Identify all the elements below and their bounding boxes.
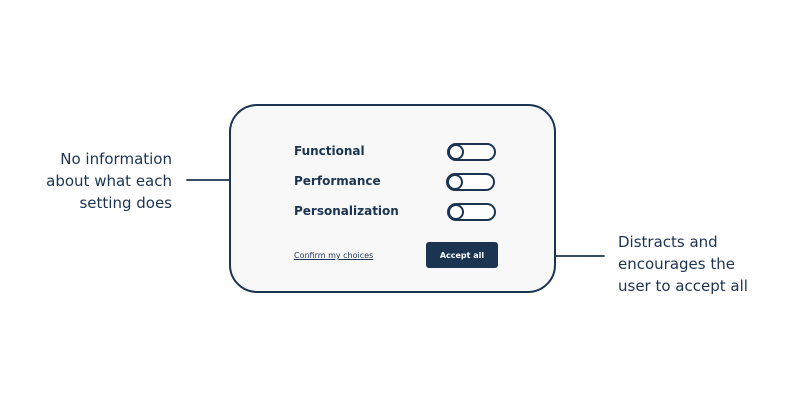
setting-row-personalization: Personalization — [294, 203, 499, 223]
personalization-toggle[interactable] — [447, 203, 496, 221]
annotation-right-line: user to accept all — [618, 277, 748, 295]
toggle-knob — [448, 144, 464, 160]
setting-row-functional: Functional — [294, 143, 499, 163]
annotation-right: Distracts and encourages the user to acc… — [618, 231, 778, 297]
annotation-left-line: about what each — [46, 172, 172, 190]
setting-row-performance: Performance — [294, 173, 499, 193]
annotation-left: No information about what each setting d… — [12, 148, 172, 214]
cookie-consent-dialog: Functional Performance Personalization C… — [229, 104, 556, 293]
confirm-choices-link[interactable]: Confirm my choices — [294, 251, 374, 260]
annotation-right-line: encourages the — [618, 255, 735, 273]
setting-label: Personalization — [294, 204, 399, 218]
setting-label: Functional — [294, 144, 365, 158]
annotation-right-line: Distracts and — [618, 233, 718, 251]
performance-toggle[interactable] — [446, 173, 495, 191]
accept-all-button[interactable]: Accept all — [426, 242, 498, 268]
setting-label: Performance — [294, 174, 381, 188]
annotation-left-line: No information — [60, 150, 172, 168]
toggle-knob — [448, 204, 464, 220]
annotation-left-line: setting does — [79, 194, 172, 212]
toggle-knob — [447, 174, 463, 190]
functional-toggle[interactable] — [447, 143, 496, 161]
